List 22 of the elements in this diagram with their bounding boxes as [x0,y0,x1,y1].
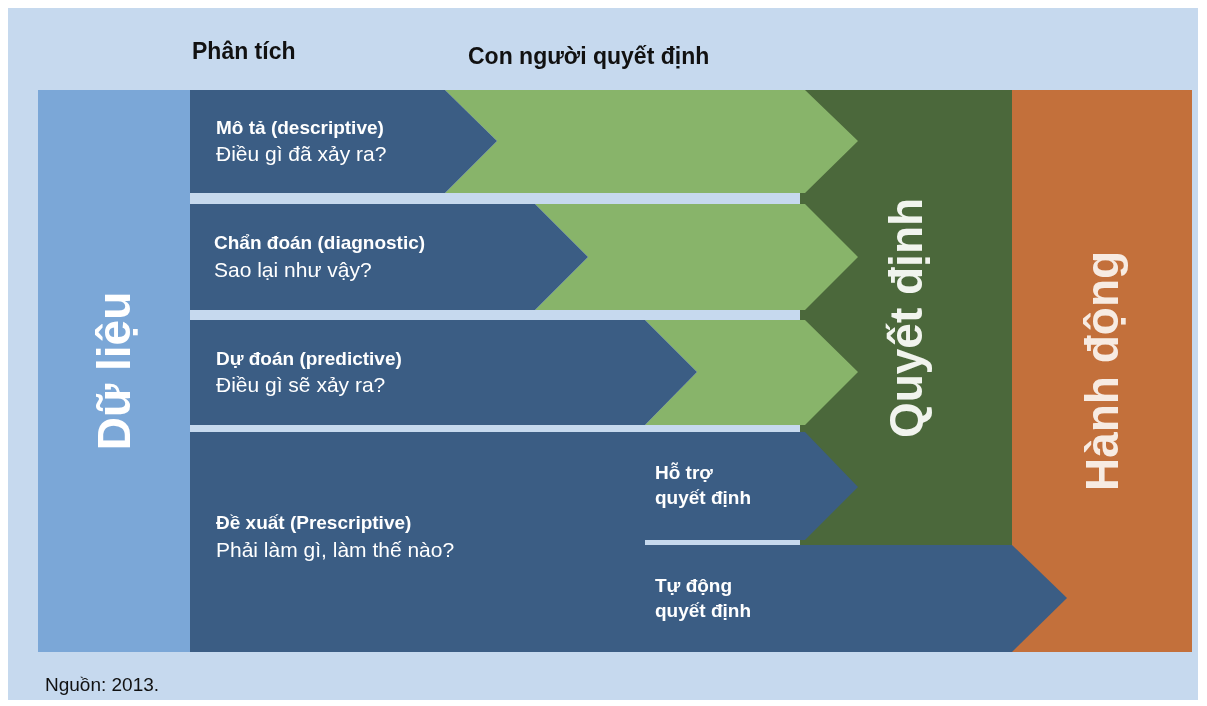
data-band [38,90,190,652]
outcome-text: Tự động quyết định [655,573,753,623]
column-heading: Con người quyết định [468,43,710,70]
analysis-title: Mô tả (descriptive) [216,115,385,140]
analysis-stage-panel [190,320,697,425]
analysis-question: Điều gì sẽ xảy ra? [216,372,387,399]
analysis-question: Sao lại như vậy? [214,256,373,283]
source-caption: Nguồn: 2013. [45,674,160,696]
band-title: Hành động [1075,250,1129,492]
analysis-stage-panel [190,90,497,193]
analysis-panel [190,432,645,652]
band-title: Dữ liệu [87,291,141,451]
column-heading: Phân tích [192,38,296,65]
band-title: Quyết định [879,197,933,438]
analysis-question: Điều gì đã xảy ra? [216,141,388,168]
action-band [1012,90,1192,652]
analysis-title: Đề xuất (Prescriptive) [216,511,413,535]
analysis-stage-panel [190,204,588,310]
outcome-text: Hỗ trợ quyết định [655,461,753,510]
analysis-title: Dự đoán (predictive) [216,346,403,371]
analysis-question: Phải làm gì, làm thế nào? [216,536,456,563]
analysis-title: Chẩn đoán (diagnostic) [214,231,427,255]
